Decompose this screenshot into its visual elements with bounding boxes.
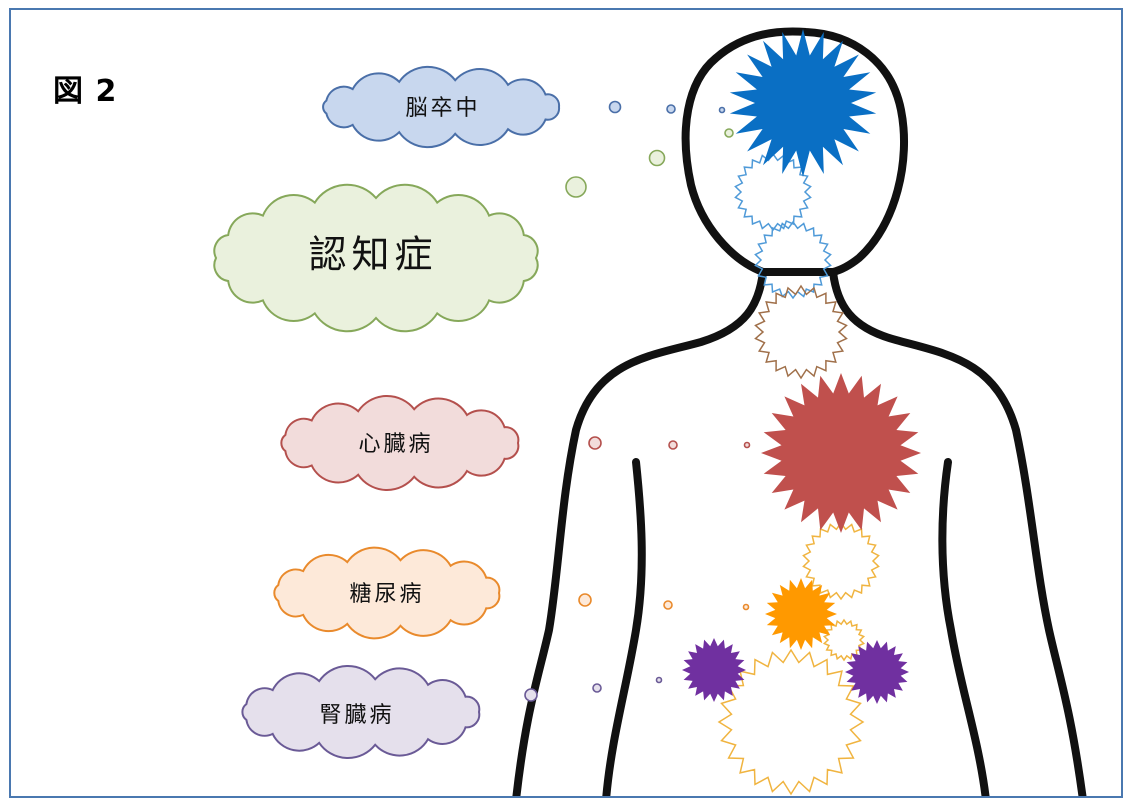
heart-thought-bubble-icon xyxy=(589,437,601,449)
stroke-burst-starburst-icon xyxy=(730,29,876,177)
thought-clouds xyxy=(214,67,559,758)
kidney-thought-bubble-icon xyxy=(525,689,537,701)
stroke-thought-bubble-icon xyxy=(720,108,725,113)
kidney-thought-bubble-icon xyxy=(657,678,662,683)
heart-thought-bubble-icon xyxy=(745,443,750,448)
kidney-thought-bubble-icon xyxy=(593,684,601,692)
body-outline-right xyxy=(833,272,1083,798)
figure-frame: 図 2 脳卒中 認知症 心臓病 糖尿病 腎臓病 xyxy=(9,8,1123,798)
left-arm-inner xyxy=(606,462,642,798)
abdomen-outline-burst-starburst-icon xyxy=(803,523,878,599)
stroke-label: 脳卒中 xyxy=(405,90,480,122)
diabetes-thought-bubble-icon xyxy=(664,601,672,609)
stroke-thought-bubble-icon xyxy=(610,102,621,113)
small-outline-burst-starburst-icon xyxy=(824,620,863,660)
right-arm-inner xyxy=(942,462,986,798)
heart-thought-bubble-icon xyxy=(669,441,677,449)
dementia-thought-bubble-icon xyxy=(650,151,665,166)
starbursts xyxy=(682,29,921,794)
brain-outline-burst-starburst-icon xyxy=(735,154,810,230)
stroke-thought-bubble-icon xyxy=(667,105,675,113)
diabetes-thought-bubble-icon xyxy=(744,605,749,610)
diabetes-thought-bubble-icon xyxy=(579,594,591,606)
heart-burst-starburst-icon xyxy=(761,373,921,533)
diagram-canvas xyxy=(11,10,1123,798)
chest-upper-outline-burst-starburst-icon xyxy=(756,286,847,378)
dementia-thought-bubble-icon xyxy=(566,177,586,197)
heart-label: 心臓病 xyxy=(358,426,433,458)
dementia-label: 認知症 xyxy=(308,224,437,279)
diabetes-label: 糖尿病 xyxy=(349,576,424,608)
kidney-label: 腎臓病 xyxy=(319,697,394,729)
dementia-thought-bubble-icon xyxy=(725,129,733,137)
figure-label: 図 2 xyxy=(53,66,117,110)
neck-outline-burst-starburst-icon xyxy=(755,222,830,298)
